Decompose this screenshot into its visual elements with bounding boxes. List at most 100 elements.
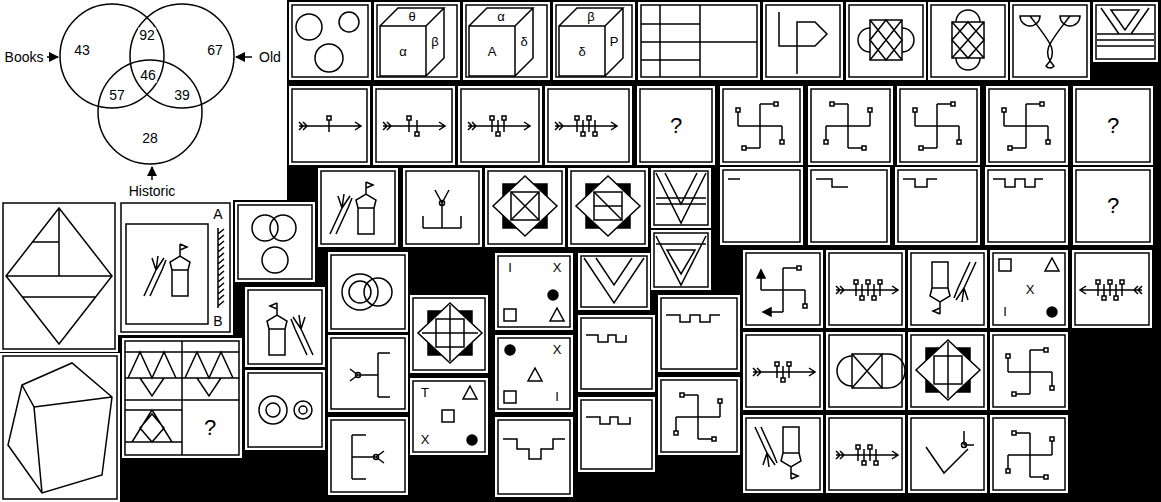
hook-cross-figure-part	[900, 89, 977, 162]
pattern-grid-part	[125, 341, 239, 455]
symbol-box-part	[505, 345, 515, 355]
step-line-figure-part	[816, 179, 848, 187]
step-line-figure-part	[495, 417, 573, 497]
pattern-grid-part	[122, 338, 242, 458]
circles-figure-part	[315, 44, 343, 72]
arrow-cross-figure-part	[746, 253, 820, 325]
step-line-figure	[578, 315, 655, 392]
pattern-grid	[122, 338, 242, 458]
circles-figure-part	[245, 370, 325, 450]
venn-diagram-part	[151, 167, 153, 180]
arrow-tick-figure-part	[836, 280, 898, 300]
dice-figure	[374, 2, 460, 80]
symbol-box-part	[442, 410, 454, 422]
flag-figure-part	[911, 253, 984, 325]
hook-cross-figure-part	[1006, 348, 1054, 396]
step-line-figure	[985, 167, 1068, 245]
dice-figure-part	[469, 8, 533, 76]
diamond-square-figure-part	[422, 305, 478, 361]
flag-figure-part	[318, 168, 398, 247]
symbol-box-part	[548, 290, 558, 300]
venn-panel: Books439267Old46573928Historic	[0, 0, 287, 200]
diamond-square-figure-part	[511, 192, 539, 220]
hook-cross-figure	[986, 86, 1068, 165]
triangle-figure	[1093, 2, 1158, 62]
circles-figure-part	[364, 278, 392, 306]
step-line-figure	[808, 167, 890, 245]
answer-box-part	[1073, 86, 1153, 165]
dice-figure-part	[466, 5, 547, 77]
dice-panel: βδP	[553, 2, 635, 80]
diamond-square-figure-part	[488, 171, 562, 244]
venn-text: 57	[108, 88, 126, 103]
venn-text: 46	[139, 68, 157, 83]
dice-figure	[553, 2, 635, 80]
arrow-cross-figure-part	[743, 250, 823, 328]
face-letter: δ	[577, 45, 586, 59]
crossed-square-figure-part	[928, 2, 1008, 80]
step-line-figure-part	[503, 439, 565, 459]
bracket-figure-part	[374, 455, 379, 460]
flag-figure-part	[746, 418, 820, 490]
answer-box-part	[1076, 170, 1150, 242]
circles-figure	[289, 2, 371, 80]
loop-figure	[1010, 2, 1090, 80]
crossed-square-figure-part	[858, 20, 914, 60]
kite-figure-part	[0, 200, 118, 352]
flag-figure-part	[755, 427, 801, 479]
circles-figure-part	[289, 2, 371, 80]
hook-cross-figure-part	[808, 86, 893, 165]
circles-figure-part	[294, 401, 312, 419]
arrow-tick-figure-part	[826, 415, 905, 493]
symbol-box-part	[498, 256, 570, 327]
hook-cross-figure-part	[661, 380, 737, 452]
arrow-tick-figure-part	[545, 86, 632, 165]
hook-cross-figure-part	[990, 332, 1068, 410]
arrow-tick-figure	[826, 250, 905, 328]
symbol-box	[495, 335, 573, 412]
answer-box-part	[1076, 89, 1150, 162]
face-letter: β	[430, 35, 439, 49]
hook-cross-figure-part	[990, 415, 1068, 493]
venn-text: Historic	[128, 184, 177, 199]
circles-figure-part	[339, 12, 359, 32]
step-line-figure	[578, 397, 655, 472]
step-line-figure-part	[586, 335, 626, 342]
arrow-tick-figure	[545, 86, 632, 165]
answer-cell: ?	[182, 400, 239, 455]
arrow-tick-figure-part	[383, 116, 445, 136]
diamond-square-figure-part	[413, 298, 485, 370]
venn-text: Old	[258, 50, 282, 65]
symbol-box-part	[999, 259, 1011, 271]
arrow-tick-figure-part	[829, 253, 902, 325]
triangle-figure-part	[656, 173, 706, 223]
symbol-letter: I	[554, 390, 560, 404]
solid-figure-part	[0, 353, 120, 502]
diamond-square-figure-part	[576, 176, 640, 236]
diamond-square-figure-part	[568, 168, 648, 247]
face-letter: α	[398, 45, 408, 59]
hook-cross-figure	[990, 332, 1068, 410]
arrow-tick-figure-part	[743, 332, 823, 410]
face-letter: θ	[407, 10, 416, 24]
hook-cross-figure-part	[811, 89, 890, 162]
diamond-square-figure-part	[911, 335, 984, 407]
question-mark: ?	[669, 114, 683, 137]
venn-text: 67	[206, 43, 224, 58]
circles-figure	[235, 202, 315, 282]
venn-text: 43	[73, 43, 91, 58]
fork-figure-part	[406, 171, 479, 244]
arrow-cross-figure-part	[761, 268, 805, 312]
step-line-figure-part	[498, 420, 570, 494]
fork-figure-part	[423, 190, 461, 228]
symbol-box-part	[495, 335, 573, 412]
symbol-box-part	[413, 381, 485, 452]
circles-figure-part	[235, 202, 315, 282]
arrow-cross-figure-part	[797, 266, 801, 270]
bracket-figure-part	[328, 335, 408, 412]
hook-cross-figure-part	[1006, 431, 1054, 479]
solid-figure	[0, 353, 120, 502]
symbol-box-part	[528, 368, 542, 381]
check-figure-part	[962, 443, 967, 448]
